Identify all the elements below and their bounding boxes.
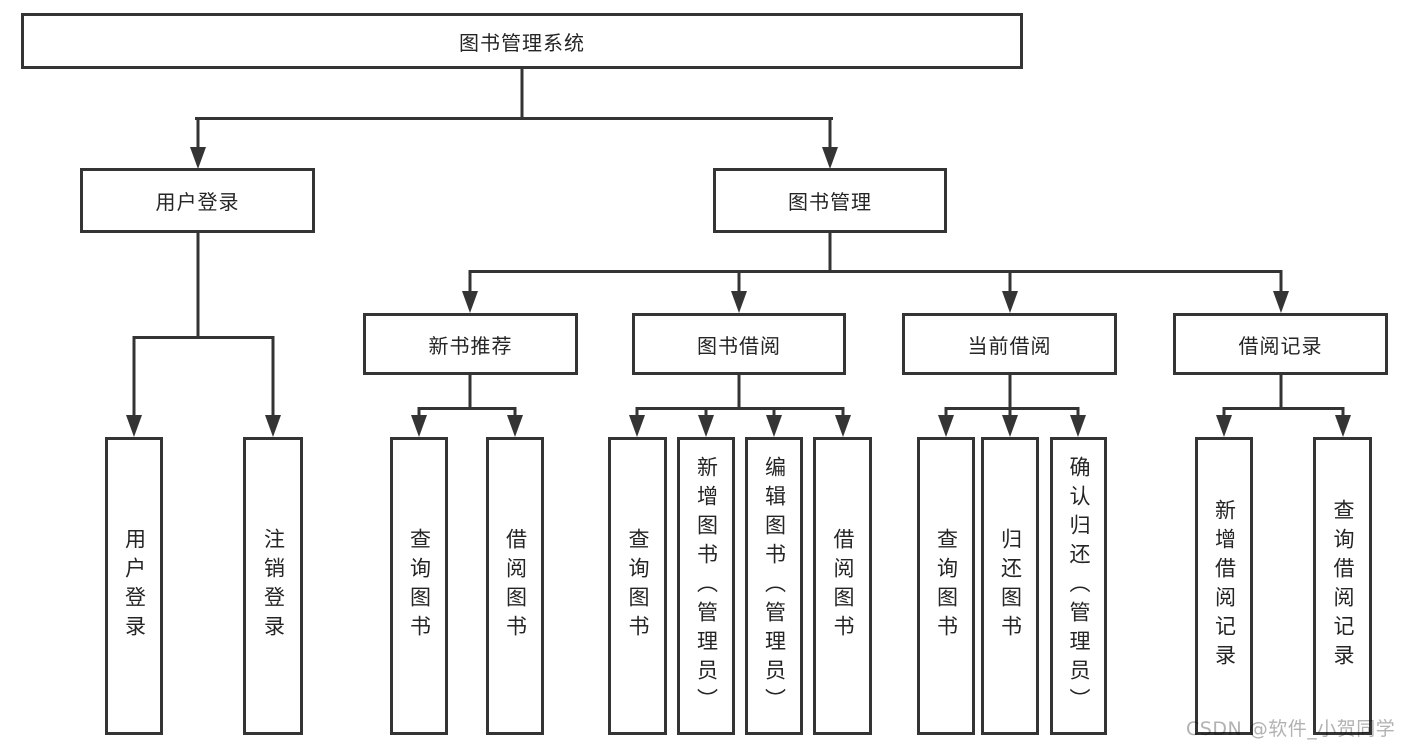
- node-book-borrowing: 图书借阅: [632, 313, 846, 375]
- arrowhead: [411, 415, 427, 437]
- connector-current-borrowing-branch: [944, 373, 1080, 421]
- node-borrowing-edit-books-admin-leaf: 编辑图书（管理员）: [745, 437, 803, 735]
- csdn-watermark: CSDN @软件_小贺同学: [1186, 718, 1396, 740]
- node-current-borrowing: 当前借阅: [902, 313, 1117, 375]
- node-user-login-leaf: 用户登录: [105, 437, 163, 735]
- arrowhead: [731, 291, 747, 313]
- arrowhead: [1002, 415, 1018, 437]
- arrowhead: [126, 415, 142, 437]
- arrowhead: [938, 415, 954, 437]
- node-current-confirm-return-admin-leaf: 确认归还（管理员）: [1050, 437, 1107, 735]
- node-recommend-query-books-leaf: 查询图书: [390, 437, 448, 735]
- connector-borrowing-records-branch: [1222, 373, 1345, 421]
- arrowhead: [766, 415, 782, 437]
- connector-book-borrowing-branch: [635, 373, 845, 421]
- arrowhead: [1002, 291, 1018, 313]
- connector-root-branch: [195, 66, 833, 152]
- connector-user-login-branch: [132, 231, 275, 420]
- node-root: 图书管理系统: [21, 13, 1023, 69]
- node-book-management: 图书管理: [713, 168, 947, 233]
- arrowhead: [822, 147, 838, 169]
- node-user-login: 用户登录: [80, 168, 315, 233]
- arrowhead: [698, 415, 714, 437]
- arrowhead: [835, 415, 851, 437]
- node-borrowing-query-books-leaf: 查询图书: [608, 437, 667, 735]
- arrowhead: [1216, 415, 1232, 437]
- node-logout-leaf: 注销登录: [243, 437, 303, 735]
- arrowhead: [265, 415, 281, 437]
- node-new-book-recommend: 新书推荐: [363, 313, 578, 375]
- connector-new-book-recommend-branch: [417, 373, 517, 421]
- arrowhead: [1070, 415, 1086, 437]
- node-records-query-record-leaf: 查询借阅记录: [1313, 437, 1372, 735]
- arrowhead: [190, 147, 206, 169]
- node-current-return-books-leaf: 归还图书: [981, 437, 1039, 735]
- node-borrowing-borrow-books-leaf: 借阅图书: [813, 437, 872, 735]
- node-recommend-borrow-books-leaf: 借阅图书: [486, 437, 544, 735]
- node-borrowing-add-books-admin-leaf: 新增图书（管理员）: [677, 437, 735, 735]
- arrowhead: [507, 415, 523, 437]
- arrowhead: [1335, 415, 1351, 437]
- connector-book-management-branch: [468, 231, 1283, 296]
- arrowhead: [1273, 291, 1289, 313]
- node-current-query-books-leaf: 查询图书: [917, 437, 975, 735]
- arrowhead: [629, 415, 645, 437]
- arrowhead: [462, 291, 478, 313]
- node-borrowing-records: 借阅记录: [1173, 313, 1388, 375]
- node-records-add-record-leaf: 新增借阅记录: [1195, 437, 1253, 735]
